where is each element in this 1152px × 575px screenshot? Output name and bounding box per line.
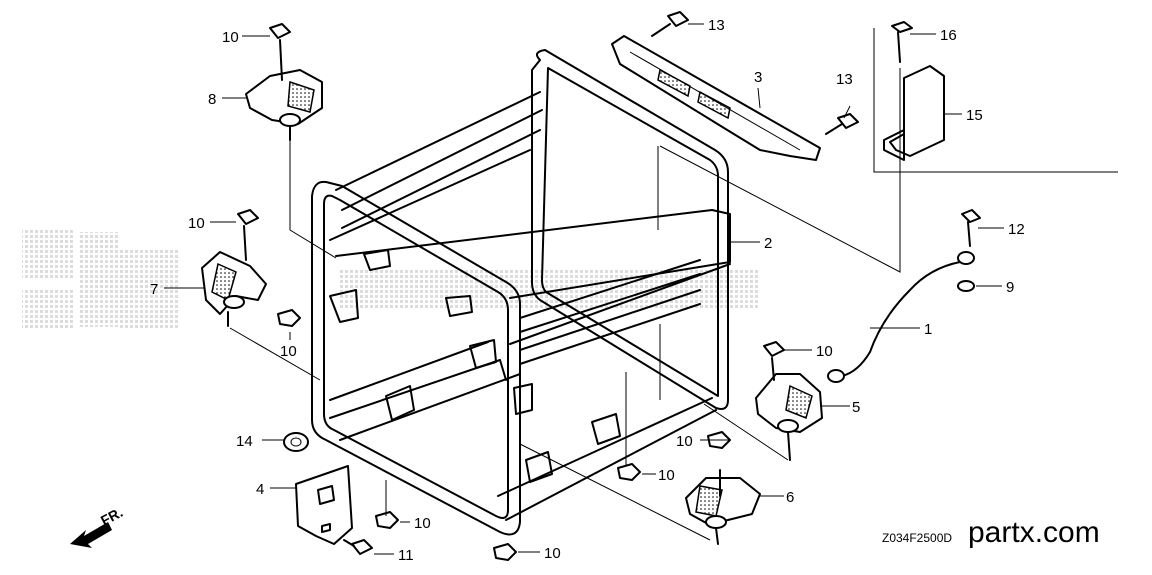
frame <box>311 49 731 536</box>
mount-right-front <box>685 469 761 545</box>
label-part-10-b: 10 <box>188 215 205 232</box>
background-watermark <box>22 228 760 330</box>
label-part-2: 2 <box>764 235 772 252</box>
callouts: 1 2 3 4 5 6 7 8 9 10 10 10 10 10 10 10 1… <box>150 17 1025 564</box>
mount-left-rear <box>245 23 323 141</box>
label-part-14: 14 <box>236 433 253 450</box>
label-part-8: 8 <box>208 91 216 108</box>
label-part-13-b: 13 <box>836 71 853 88</box>
label-part-10-c: 10 <box>280 343 297 360</box>
label-part-9: 9 <box>1006 279 1014 296</box>
label-part-10-h: 10 <box>816 343 833 360</box>
label-part-10-f: 10 <box>658 467 675 484</box>
top-bracket <box>611 35 821 161</box>
label-part-13-a: 13 <box>708 17 725 34</box>
label-part-10-d: 10 <box>414 515 431 532</box>
label-part-3: 3 <box>754 69 762 86</box>
label-part-6: 6 <box>786 489 794 506</box>
label-part-12: 12 <box>1008 221 1025 238</box>
mount-right-rear <box>755 341 823 461</box>
label-part-1: 1 <box>924 321 932 338</box>
fasteners <box>277 11 859 561</box>
label-part-11: 11 <box>398 547 414 564</box>
direction-label: FR. <box>98 504 125 529</box>
label-part-4: 4 <box>256 481 264 498</box>
site-watermark: partx.com <box>968 516 1100 549</box>
inset-box <box>873 21 1118 173</box>
diagram-code: Z034F2500D <box>882 531 952 545</box>
label-part-15: 15 <box>966 107 983 124</box>
mount-left-front <box>201 209 267 327</box>
label-part-7: 7 <box>150 281 158 298</box>
label-part-5: 5 <box>852 399 860 416</box>
label-part-10-a: 10 <box>222 29 239 46</box>
front-direction-indicator: FR. <box>70 504 125 548</box>
label-part-16: 16 <box>940 27 957 44</box>
ground-cable <box>827 209 981 383</box>
leader-lines <box>164 23 1004 555</box>
label-part-10-e: 10 <box>544 545 561 562</box>
label-part-10-g: 10 <box>676 433 693 450</box>
bracket-plate <box>295 465 353 545</box>
